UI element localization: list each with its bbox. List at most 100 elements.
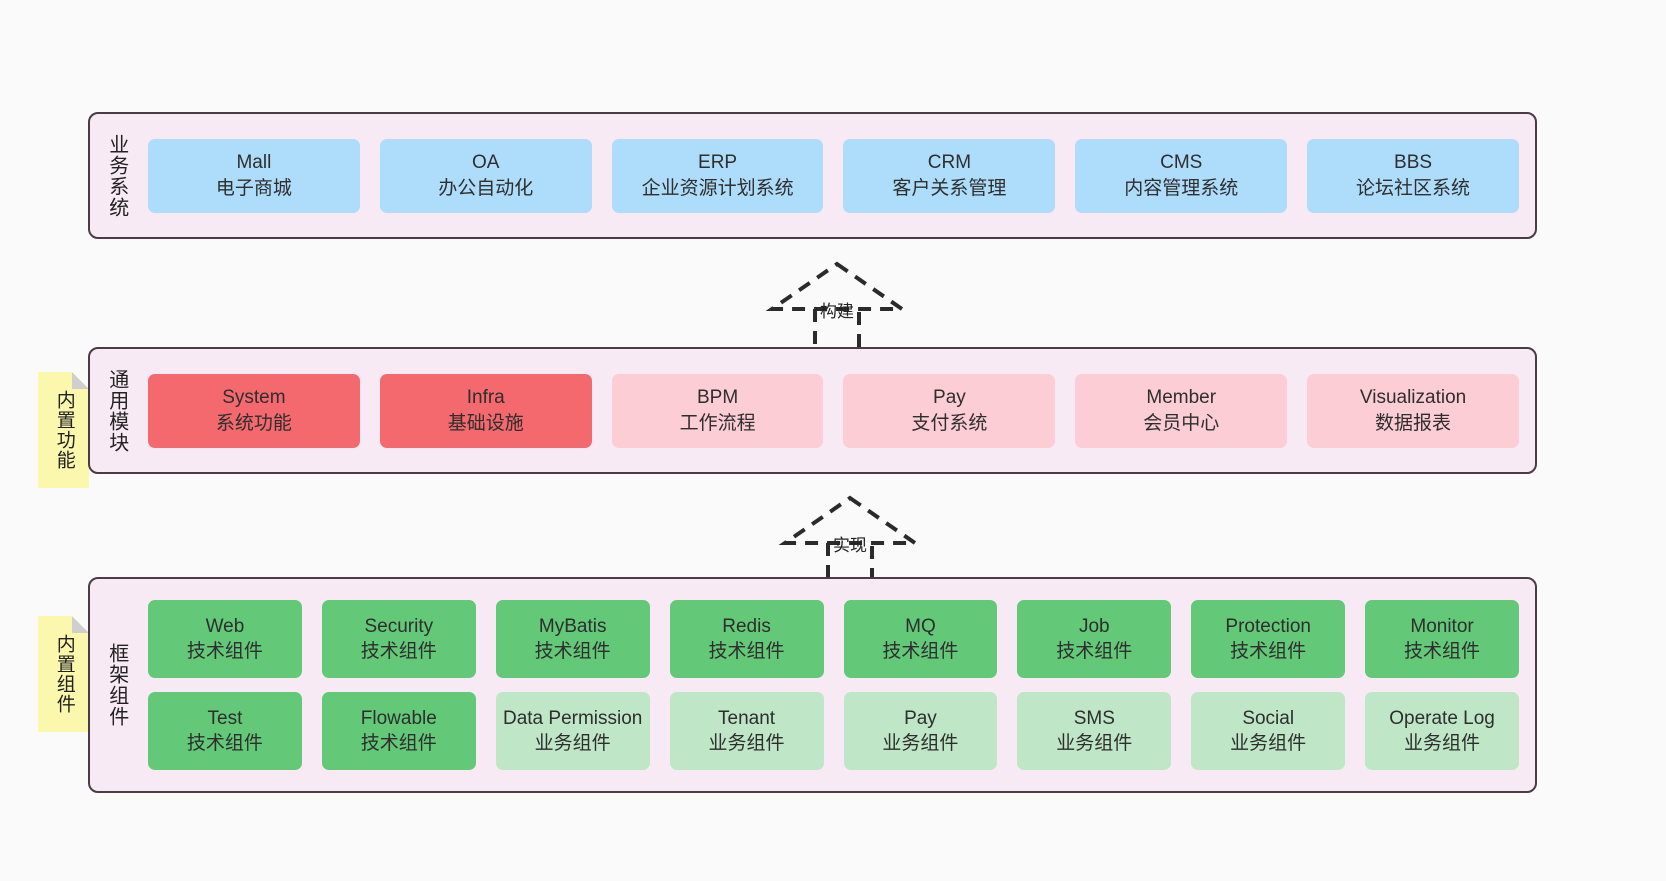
card-subtitle: 基础设施 [447,412,524,434]
card-title: Protection [1225,615,1311,637]
card-subtitle: 办公自动化 [438,177,534,199]
card-data-permission[interactable]: Data Permission 业务组件 [495,692,650,770]
card-job[interactable]: Job 技术组件 [1017,600,1172,678]
card-title: Data Permission [502,707,643,729]
card-subtitle: 技术组件 [186,733,263,754]
card-title: Job [1078,615,1110,637]
card-tenant[interactable]: Tenant 业务组件 [669,692,824,770]
card-title: ERP [698,152,738,174]
card-title: Pay [933,387,966,409]
card-social[interactable]: Social 业务组件 [1191,692,1346,770]
layer-title-business-systems: 业务系统 [105,133,128,218]
card-member[interactable]: Member 会员中心 [1075,373,1288,448]
card-bpm[interactable]: BPM 工作流程 [611,373,824,448]
card-row: Mall 电子商城 OA 办公自动化 ERP 企业资源计划系统 CRM 客户关系… [148,138,1519,213]
card-subtitle: 业务组件 [534,733,611,754]
card-flowable[interactable]: Flowable 技术组件 [321,692,476,770]
arrowhead-hollow-triangle [778,495,922,545]
card-subtitle: 技术组件 [1056,641,1133,662]
card-subtitle: 业务组件 [882,733,959,754]
card-row: System 系统功能 Infra 基础设施 BPM 工作流程 Pay 支付系统… [148,373,1519,448]
card-test[interactable]: Test 技术组件 [148,692,302,770]
card-row: Web 技术组件 Security 技术组件 MyBatis 技术组件 Redi… [148,600,1519,678]
card-subtitle: 数据报表 [1375,412,1452,434]
card-title: Social [1242,707,1295,729]
card-erp[interactable]: ERP 企业资源计划系统 [611,138,824,213]
card-subtitle: 业务组件 [1230,733,1307,754]
card-title: Operate Log [1389,707,1495,729]
card-cms[interactable]: CMS 内容管理系统 [1075,138,1288,213]
layer-body-business-systems: Mall 电子商城 OA 办公自动化 ERP 企业资源计划系统 CRM 客户关系… [142,114,1535,237]
card-mall[interactable]: Mall 电子商城 [148,138,360,213]
layer-body-framework-components: Web 技术组件 Security 技术组件 MyBatis 技术组件 Redi… [142,579,1535,791]
card-subtitle: 技术组件 [360,641,437,662]
card-operate-log[interactable]: Operate Log 业务组件 [1365,692,1519,770]
card-subtitle: 工作流程 [679,412,756,434]
layer-title-common-modules: 通用模块 [105,368,128,453]
note-fold-corner-icon [72,372,89,389]
card-title: Mall [236,152,272,174]
card-system[interactable]: System 系统功能 [148,373,360,448]
card-title: CMS [1160,152,1203,174]
card-subtitle: 企业资源计划系统 [641,177,794,199]
card-subtitle: 内容管理系统 [1124,177,1239,199]
layer-common-modules: 通用模块 System 系统功能 Infra 基础设施 BPM 工作流程 Pay… [88,347,1537,474]
card-title: MQ [905,615,936,637]
card-subtitle: 技术组件 [534,641,611,662]
card-subtitle: 系统功能 [215,412,292,434]
card-title: Infra [466,387,505,409]
card-bbs[interactable]: BBS 论坛社区系统 [1307,138,1519,213]
card-monitor[interactable]: Monitor 技术组件 [1365,600,1519,678]
card-crm[interactable]: CRM 客户关系管理 [843,138,1056,213]
layer-title-framework-components: 框架组件 [105,643,128,727]
card-title: Visualization [1359,387,1467,409]
card-row: Test 技术组件 Flowable 技术组件 Data Permission … [148,692,1519,770]
card-title: Test [207,707,243,729]
layer-body-common-modules: System 系统功能 Infra 基础设施 BPM 工作流程 Pay 支付系统… [142,349,1535,472]
card-web[interactable]: Web 技术组件 [148,600,302,678]
card-subtitle: 技术组件 [708,641,785,662]
card-title: Monitor [1410,615,1474,637]
card-subtitle: 电子商城 [215,177,292,199]
card-title: Tenant [718,707,776,729]
card-subtitle: 技术组件 [1404,641,1481,662]
card-title: System [222,387,286,409]
card-title: Security [364,615,434,637]
card-title: Web [205,615,245,637]
card-title: MyBatis [538,615,607,637]
card-title: BPM [696,387,739,409]
card-security[interactable]: Security 技术组件 [321,600,476,678]
card-pay-module[interactable]: Pay 支付系统 [843,373,1056,448]
card-title: Member [1146,387,1217,409]
card-mybatis[interactable]: MyBatis 技术组件 [495,600,650,678]
note-label: 内置功能 [53,390,75,470]
card-pay-component[interactable]: Pay 业务组件 [843,692,998,770]
arrowhead-hollow-triangle [765,261,909,311]
card-subtitle: 业务组件 [708,733,785,754]
card-subtitle: 技术组件 [1230,641,1307,662]
card-redis[interactable]: Redis 技术组件 [669,600,824,678]
card-mq[interactable]: MQ 技术组件 [843,600,998,678]
card-subtitle: 客户关系管理 [892,177,1007,199]
layer-framework-components: 框架组件 Web 技术组件 Security 技术组件 MyBatis 技术组件… [88,577,1537,793]
note-built-in-functions: 内置功能 [38,372,89,488]
card-sms[interactable]: SMS 业务组件 [1017,692,1172,770]
card-title: Flowable [360,707,437,729]
card-title: SMS [1073,707,1115,729]
card-title: Redis [722,615,771,637]
card-infra[interactable]: Infra 基础设施 [379,373,592,448]
card-visualization[interactable]: Visualization 数据报表 [1307,373,1519,448]
card-protection[interactable]: Protection 技术组件 [1191,600,1346,678]
layer-business-systems: 业务系统 Mall 电子商城 OA 办公自动化 ERP 企业资源计划系统 CRM… [88,112,1537,239]
card-oa[interactable]: OA 办公自动化 [379,138,592,213]
card-title: BBS [1394,152,1433,174]
card-title: CRM [927,152,972,174]
note-label: 内置组件 [53,634,75,714]
card-title: Pay [904,707,937,729]
card-subtitle: 会员中心 [1143,412,1220,434]
card-subtitle: 支付系统 [911,412,988,434]
card-subtitle: 技术组件 [882,641,959,662]
note-fold-corner-icon [72,616,89,633]
connector-build: 构建 [762,258,912,354]
